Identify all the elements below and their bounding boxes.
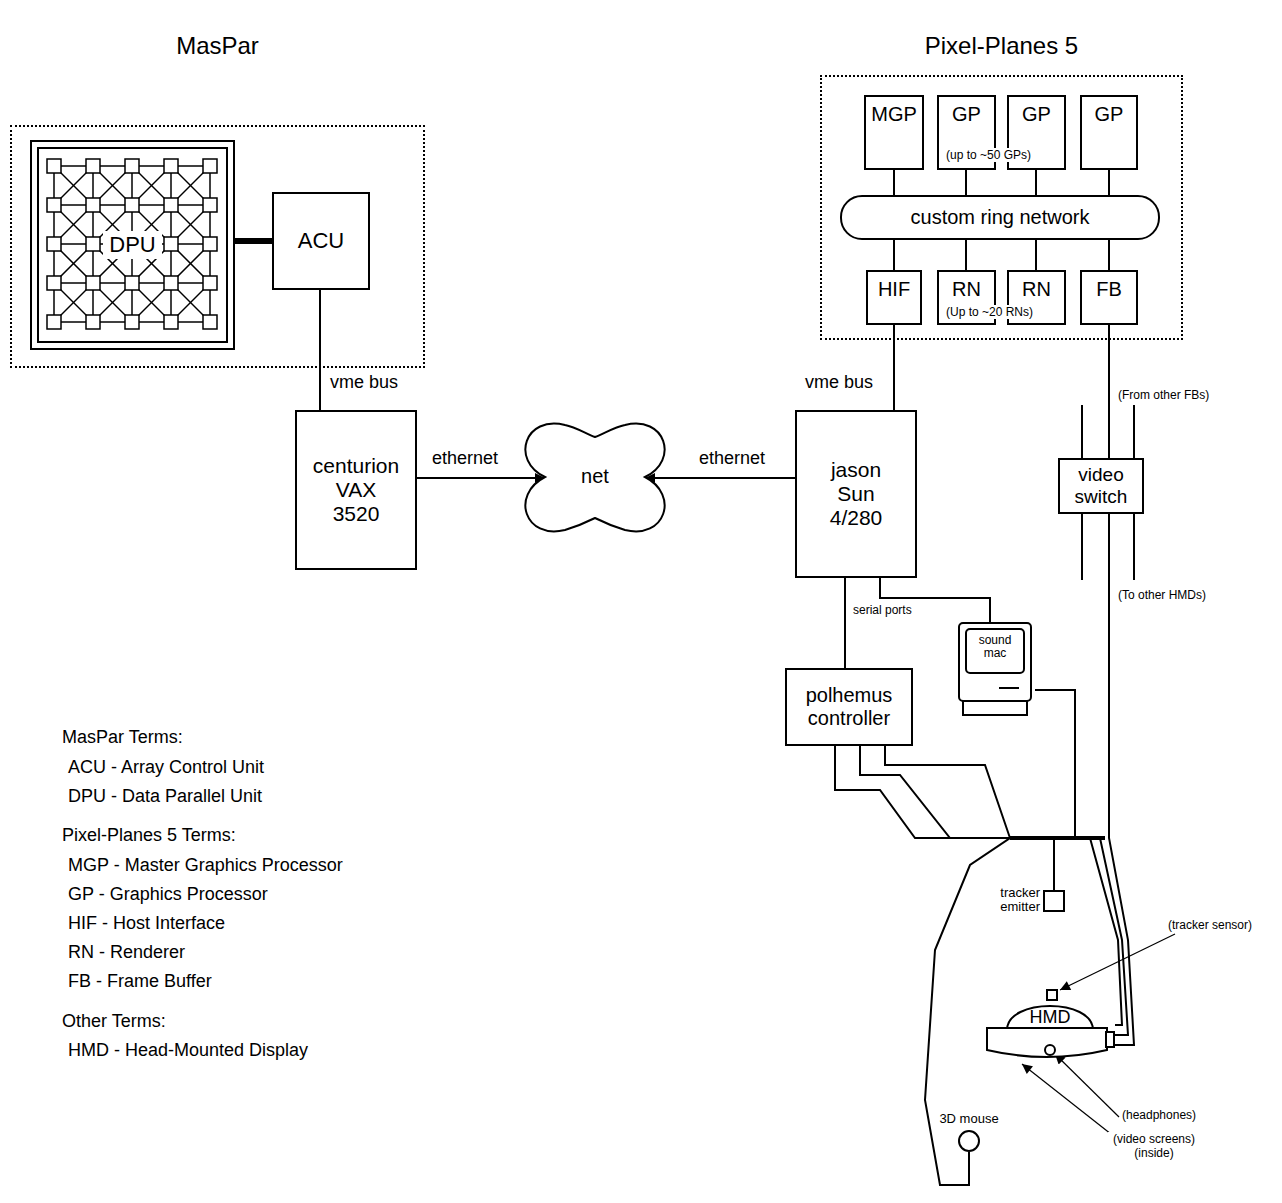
processor-array: DPU [30,140,235,350]
connector [885,746,1010,1185]
node-label: GP [952,103,981,126]
head-mounted-display: HMD [985,1000,1115,1072]
mouse-circle: 3D mouse [958,1130,980,1152]
node-label: sound mac [966,634,1024,660]
edge-label: vme bus [328,372,400,394]
edge-label: vme bus [803,372,875,394]
connector [835,746,1054,890]
edge-label: serial ports [851,603,914,617]
glossary-entry: MasPar Terms: [62,727,183,749]
annotation: (To other HMDs) [1118,588,1206,602]
connector [1108,170,1110,195]
system-region: Pixel-Planes 5MGPGPGPGPcustom ring netwo… [820,75,1183,340]
node-label: GP [1095,103,1124,126]
glossary-entry: Other Terms: [62,1011,166,1033]
connector [1035,170,1037,195]
glossary-entry: MGP - Master Graphics Processor [68,855,343,877]
component-box: HIF [866,270,922,325]
node-label: jason Sun 4/280 [810,458,902,530]
tracker-emitter-box: tracker emitter [1043,890,1065,912]
node-label: RN [952,278,981,301]
component-box: custom ring network [840,195,1160,240]
glossary-entry: ACU - Array Control Unit [68,757,264,779]
node-label: net [520,465,670,488]
node-label: HMD [985,1007,1115,1028]
node-label: FB [1096,278,1122,301]
connector [1035,690,1122,1025]
connector [893,325,895,410]
edge-label: ethernet [697,448,767,470]
component-box: video switch [1058,458,1144,514]
system-region: MasParDPUACU [10,125,425,368]
component-box: MGP [864,95,924,170]
connector [893,170,895,195]
connector [1108,325,1110,458]
glossary-entry: Pixel-Planes 5 Terms: [62,825,236,847]
node-label: DPU [103,231,161,258]
component-box: ACU [272,192,370,290]
glossary-entry: HIF - Host Interface [68,913,225,935]
leader-arrow [1022,1064,1116,1138]
glossary-entry: GP - Graphics Processor [68,884,268,906]
video-input-line [1133,405,1135,458]
glossary-entry: FB - Frame Buffer [68,971,212,993]
connector [965,170,967,195]
annotation: (headphones) [1122,1108,1196,1122]
annotation: (From other FBs) [1118,388,1209,402]
node-label: tracker emitter [986,886,1040,913]
connector [417,477,545,479]
edge-label: ethernet [430,448,500,470]
connector [965,240,967,270]
region-heading: Pixel-Planes 5 [822,32,1181,60]
connectors [235,170,1134,1185]
component-box: FB [1080,270,1138,325]
video-output-line [1133,514,1135,580]
component-box: GP [1080,95,1138,170]
node-label: custom ring network [911,206,1090,229]
node-label: HIF [878,278,910,301]
region-heading: MasPar [12,32,423,60]
connector [1108,240,1110,270]
component-box: centurion VAX 3520 [295,410,417,570]
node-label: MGP [871,103,917,126]
node-label: 3D mouse [932,1112,1006,1127]
video-output-line [1081,514,1083,580]
computer-icon: sound mac [955,622,1035,717]
connector [844,578,846,668]
annotation: (video screens) (inside) [1108,1132,1200,1161]
node-label: GP [1022,103,1051,126]
connector [319,290,321,410]
video-input-line [1081,405,1083,458]
node-label: video switch [1063,464,1139,508]
node-label: centurion VAX 3520 [310,454,402,526]
connector [1035,240,1037,270]
component-box: jason Sun 4/280 [795,410,917,578]
glossary-entry: DPU - Data Parallel Unit [68,786,262,808]
node-label: ACU [298,228,344,253]
annotation: (up to ~50 GPs) [946,148,1031,162]
connector [893,240,895,270]
component-box: polhemus controller [785,668,913,746]
glossary-entry: HMD - Head-Mounted Display [68,1040,308,1062]
network-cloud: net [520,415,670,540]
glossary-entry: RN - Renderer [68,942,185,964]
annotation: (tracker sensor) [1168,918,1252,932]
connector [235,238,272,244]
node-label: polhemus controller [794,684,904,730]
annotation: (Up to ~20 RNs) [946,305,1033,319]
leader-arrow [1055,1054,1119,1117]
node-label: RN [1022,278,1051,301]
connector [645,477,795,479]
